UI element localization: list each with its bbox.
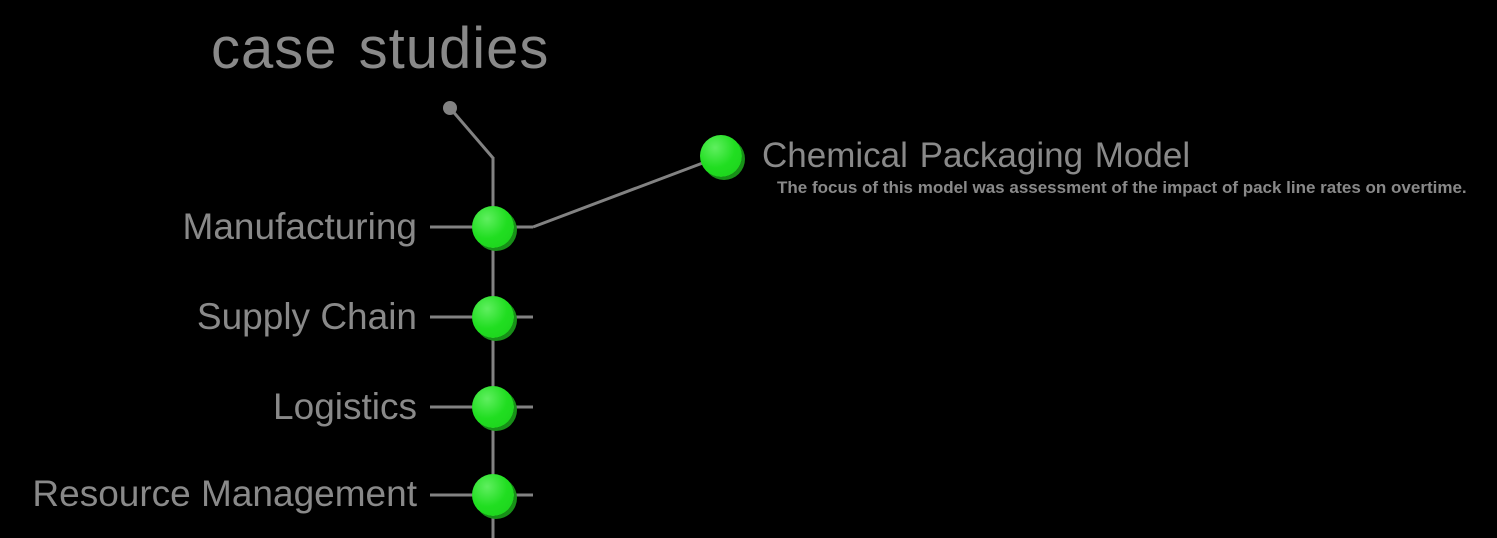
branch-label-resource-management[interactable]: Resource Management: [32, 473, 417, 514]
case-study-title[interactable]: Chemical Packaging Model: [762, 136, 1191, 175]
manufacturing-node-icon[interactable]: [472, 206, 514, 248]
branch-label-supply-chain[interactable]: Supply Chain: [196, 296, 417, 337]
branch-label-manufacturing[interactable]: Manufacturing: [182, 206, 417, 247]
logistics-node-icon[interactable]: [472, 386, 514, 428]
case-study-branch-connector: [532, 156, 717, 229]
branch-label-logistics[interactable]: Logistics: [273, 386, 417, 427]
case-study-description: The focus of this model was assessment o…: [777, 178, 1467, 197]
root-diagonal-connector: [448, 107, 495, 159]
case-study-node-icon[interactable]: [700, 135, 742, 177]
root-dot-icon: [443, 101, 457, 115]
page-title: case studies: [211, 16, 550, 81]
supply-chain-node-icon[interactable]: [472, 296, 514, 338]
resource-management-node-icon[interactable]: [472, 474, 514, 516]
